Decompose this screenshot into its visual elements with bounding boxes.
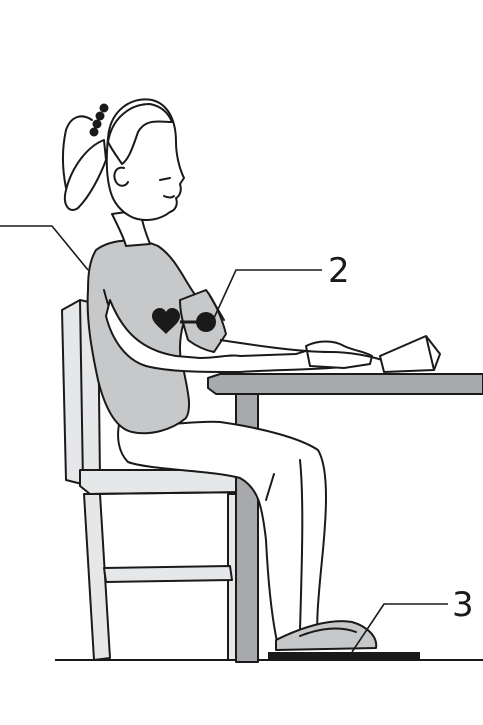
callout-2: 2 [328,251,350,291]
callout-3: 3 [452,585,474,625]
leader-line-2 [214,270,322,318]
table [208,374,483,662]
leader-line-1 [0,226,88,270]
foot-rest [268,652,420,661]
